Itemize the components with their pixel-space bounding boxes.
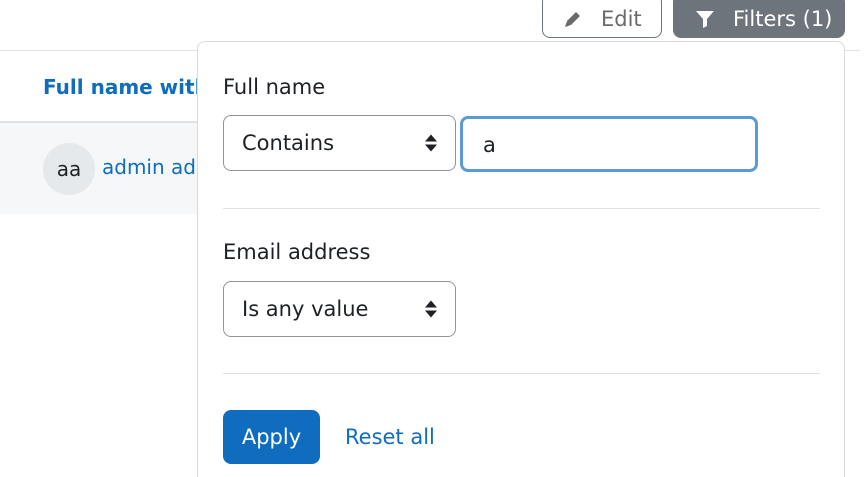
full-name-value-input[interactable]: a [460,116,758,172]
table-header-border [0,121,200,123]
full-name-label: Full name [223,75,326,99]
filter-icon [695,9,715,29]
sort-arrows-icon [425,134,437,152]
table-row [0,123,200,214]
sort-arrows-icon [425,300,437,318]
filter-divider [223,373,820,374]
edit-button[interactable]: Edit [542,0,662,38]
email-operator-select[interactable]: Is any value [223,281,456,337]
full-name-operator-value: Contains [242,131,335,155]
full-name-value-text: a [483,133,496,157]
full-name-operator-select[interactable]: Contains [223,115,456,171]
edit-button-label: Edit [601,7,642,31]
pencil-icon [563,9,583,29]
reset-all-link[interactable]: Reset all [345,425,435,449]
user-name-link[interactable]: admin adr [102,155,200,179]
column-header-fullname[interactable]: Full name with [43,75,209,99]
filter-divider [223,208,820,209]
filters-button-label: Filters (1) [733,7,833,31]
email-operator-value: Is any value [242,297,369,321]
apply-button[interactable]: Apply [223,410,320,464]
avatar: aa [43,143,95,195]
filters-dropdown: Full name Contains a Email address Is an… [197,41,845,477]
email-label: Email address [223,240,371,264]
filters-button[interactable]: Filters (1) [673,0,845,38]
